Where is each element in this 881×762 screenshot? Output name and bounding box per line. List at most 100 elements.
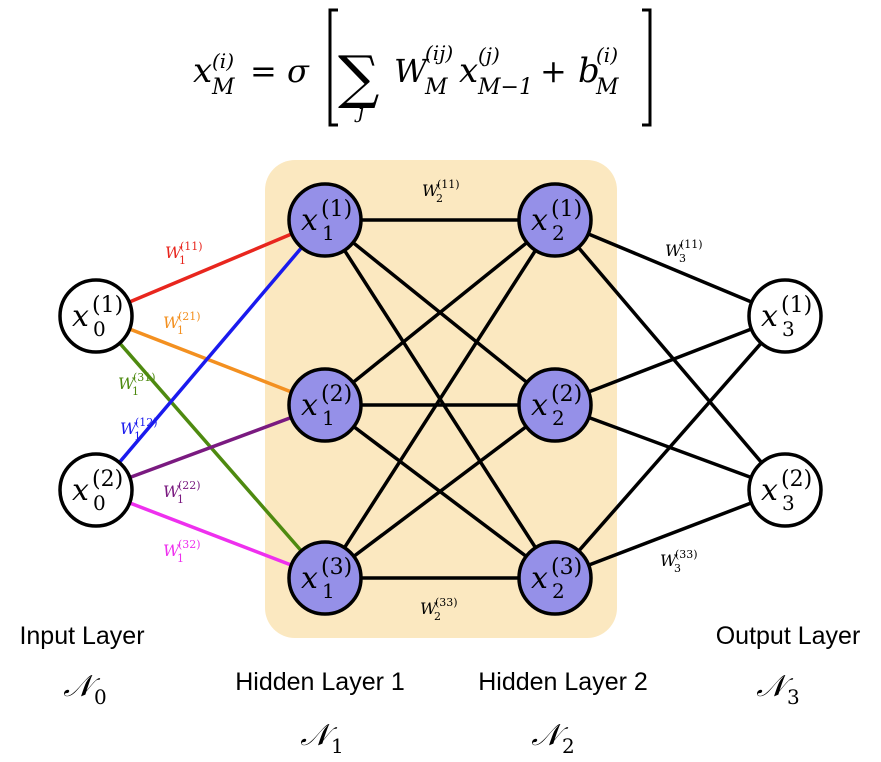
node-label-sup: (3) xyxy=(321,555,352,580)
weight-labels: W(11)1W(21)1W(31)1W(12)1W(22)1W(32)1W(11… xyxy=(118,178,703,623)
output-layer-symbol-sub: 3 xyxy=(787,685,800,709)
eq-bias-sup: (i) xyxy=(596,43,618,67)
hidden2-layer-symbol-sub: 2 xyxy=(562,734,575,758)
eq-right-bracket xyxy=(642,8,652,127)
node-label-base: x xyxy=(531,203,548,238)
eq-bias-base: b xyxy=(578,51,600,91)
node-label-sup: (2) xyxy=(321,382,352,407)
node-label-base: x xyxy=(301,203,318,238)
weight-sup: (11) xyxy=(180,240,203,253)
layer-labels: Input Layer 𝒩 0 Hidden Layer 1 𝒩 1 Hidde… xyxy=(19,622,860,758)
eq-weight-sup: (ij) xyxy=(425,41,453,65)
eq-sum-symbol: ∑ xyxy=(338,43,379,111)
weight-sup: (31) xyxy=(133,371,156,384)
weight-base: W xyxy=(660,551,678,570)
node-output-1: x(1)3 xyxy=(747,278,823,354)
edge-hidden1-2-hidden2-1 xyxy=(351,241,529,384)
node-label-sup: (3) xyxy=(551,555,582,580)
weight-sub: 1 xyxy=(177,552,184,565)
eq-left-bracket xyxy=(328,8,338,127)
weight-label-w1_31: W(31)1 xyxy=(118,371,156,398)
eq-input-sub: M−1 xyxy=(477,75,533,100)
edge-input2-hidden1-1 xyxy=(117,246,304,464)
hidden2-layer-title: Hidden Layer 2 xyxy=(478,668,648,696)
node-hidden1-3: x(3)1 xyxy=(287,540,363,616)
eq-weight-sub: M xyxy=(424,75,448,100)
weight-sup: (33) xyxy=(675,548,698,561)
edge-hidden2-3-output-2 xyxy=(587,501,753,567)
eq-lhs-sub: M xyxy=(211,75,235,100)
node-label-base: x xyxy=(72,473,89,508)
node-label-sub: 2 xyxy=(552,221,565,245)
node-label-sub: 1 xyxy=(322,221,335,245)
weight-sup: (11) xyxy=(680,238,703,251)
node-input-2: x(2)0 xyxy=(58,452,134,528)
node-label-base: x xyxy=(301,388,318,423)
hidden1-layer-title: Hidden Layer 1 xyxy=(235,668,405,696)
eq-bias-sub: M xyxy=(595,75,619,100)
weight-sub: 1 xyxy=(177,493,184,506)
node-label-sub: 2 xyxy=(552,579,565,603)
node-label-sub: 1 xyxy=(322,406,335,430)
weight-base: W xyxy=(422,181,440,200)
weight-sub: 1 xyxy=(132,385,139,398)
edge-hidden2-2-output-1 xyxy=(587,327,753,394)
node-label-sup: (1) xyxy=(781,293,812,318)
weight-label-w3_11: W(11)3 xyxy=(665,238,703,265)
node-label-sub: 0 xyxy=(93,491,106,515)
node-input-1: x(1)0 xyxy=(58,278,134,354)
weight-sup: (22) xyxy=(178,479,201,492)
node-label-sup: (1) xyxy=(321,197,352,222)
node-circle xyxy=(747,278,823,354)
edge-hidden1-3-hidden2-2 xyxy=(352,425,528,558)
eq-plus: + xyxy=(540,52,567,90)
node-label-base: x xyxy=(72,299,89,334)
weight-base: W xyxy=(165,243,183,262)
node-label-sup: (1) xyxy=(551,197,582,222)
node-circle xyxy=(517,367,593,443)
node-label-sub: 2 xyxy=(552,406,565,430)
weight-sup: (12) xyxy=(135,416,158,429)
weight-sub: 3 xyxy=(679,252,686,265)
weight-label-w2_33: W(33)2 xyxy=(420,596,458,623)
weight-sup: (11) xyxy=(437,178,460,191)
edge-input1-hidden1-2 xyxy=(128,327,293,394)
node-circle xyxy=(58,278,134,354)
weight-sub: 1 xyxy=(177,324,184,337)
weight-sup: (32) xyxy=(178,538,201,551)
weight-sub: 1 xyxy=(179,254,186,267)
edge-input2-hidden1-2 xyxy=(129,415,292,480)
edge-hidden2-1-output-2 xyxy=(577,246,763,464)
node-label-sup: (2) xyxy=(781,467,812,492)
node-label-sup: (1) xyxy=(92,293,123,318)
edge-input1-hidden1-1 xyxy=(128,232,293,304)
node-circle xyxy=(58,452,134,528)
weight-sub: 2 xyxy=(434,610,441,623)
equation: x (i) M = σ ∑ j W (ij) M x (j) M−1 + b (… xyxy=(193,8,652,127)
node-label-sup: (2) xyxy=(551,382,582,407)
eq-equals: = xyxy=(250,52,277,90)
node-label-sub: 0 xyxy=(93,317,106,341)
weight-base: W xyxy=(118,374,136,393)
edges xyxy=(117,218,763,580)
edge-hidden1-3-hidden2-1 xyxy=(342,249,538,549)
node-label-base: x xyxy=(301,561,318,596)
node-label-sub: 1 xyxy=(322,579,335,603)
weight-sup: (33) xyxy=(435,596,458,609)
node-circle xyxy=(287,540,363,616)
node-label-sup: (2) xyxy=(92,467,123,492)
node-label-base: x xyxy=(531,561,548,596)
weight-base: W xyxy=(665,241,683,260)
weight-sub: 3 xyxy=(674,562,681,575)
eq-sigma: σ xyxy=(287,52,310,90)
weight-label-w3_33: W(33)3 xyxy=(660,548,698,575)
weight-base: W xyxy=(163,482,181,501)
edge-input2-hidden1-3 xyxy=(128,501,293,567)
node-hidden1-2: x(2)1 xyxy=(287,367,363,443)
edge-hidden2-1-output-1 xyxy=(587,232,753,304)
weight-base: W xyxy=(163,313,181,332)
edge-hidden2-3-output-1 xyxy=(577,341,763,553)
node-label-sub: 3 xyxy=(782,317,795,341)
eq-sum-index: j xyxy=(354,99,364,123)
input-layer-symbol-sub: 0 xyxy=(94,685,107,709)
